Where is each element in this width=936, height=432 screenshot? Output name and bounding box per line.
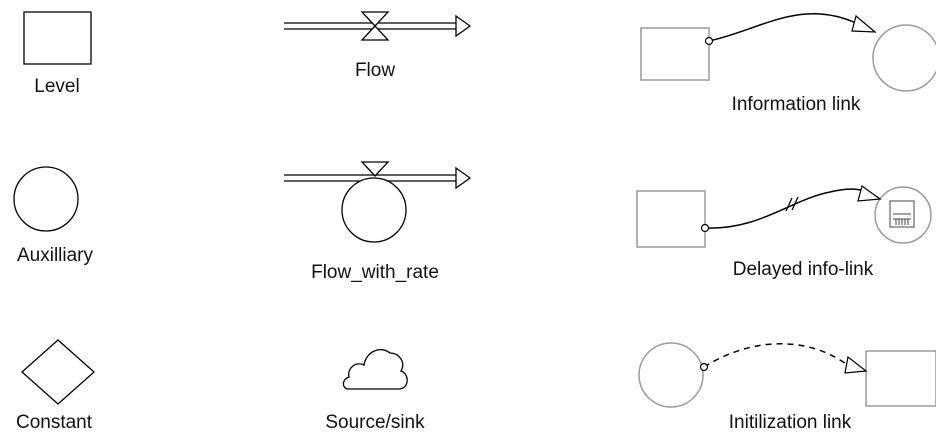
- information-link-symbol: [640, 13, 936, 92]
- constant-diamond: [21, 339, 95, 405]
- flow-with-rate-arrowhead: [455, 166, 472, 190]
- delay-mark-1: [785, 197, 793, 212]
- delayed-link-arrowhead: [857, 185, 882, 202]
- delayed-link-origin-dot: [700, 223, 710, 233]
- info-link-origin-dot: [704, 36, 714, 46]
- delayed-link-source-box: [636, 190, 706, 248]
- info-link-source-box: [640, 27, 710, 81]
- initilization-link-label: Initilization link: [729, 412, 852, 432]
- info-link-arrowhead: [851, 14, 877, 33]
- valve-top: [360, 11, 390, 27]
- level-label: Level: [34, 76, 79, 97]
- auxilliary-circle: [13, 166, 79, 232]
- delayed-info-link-symbol: [636, 185, 932, 248]
- rate-circle: [341, 177, 407, 243]
- flow-with-rate-label: Flow_with_rate: [311, 262, 439, 283]
- valve-bottom: [360, 25, 390, 41]
- information-link-label: Information link: [732, 94, 861, 115]
- info-link-target-circle: [872, 24, 936, 92]
- flow-with-rate-symbol: [284, 161, 472, 243]
- flow-symbol: [284, 11, 472, 41]
- flow-label: Flow: [355, 60, 395, 81]
- level-rectangle: [23, 11, 92, 65]
- init-link-arrowhead: [844, 355, 868, 374]
- source-sink-label: Source/sink: [325, 412, 425, 432]
- init-link-source-circle: [638, 342, 704, 408]
- init-link-origin-dot: [699, 362, 709, 372]
- source-sink-cloud: [342, 349, 408, 390]
- auxilliary-label: Auxilliary: [17, 245, 94, 266]
- flow-arrowhead: [455, 14, 472, 38]
- delayed-info-link-label: Delayed info-link: [733, 259, 874, 280]
- initilization-link-symbol: [638, 342, 936, 408]
- delay-mark-2: [791, 196, 799, 211]
- init-link-target-box: [865, 350, 936, 407]
- constant-label: Constant: [16, 412, 93, 432]
- rate-valve: [360, 161, 390, 177]
